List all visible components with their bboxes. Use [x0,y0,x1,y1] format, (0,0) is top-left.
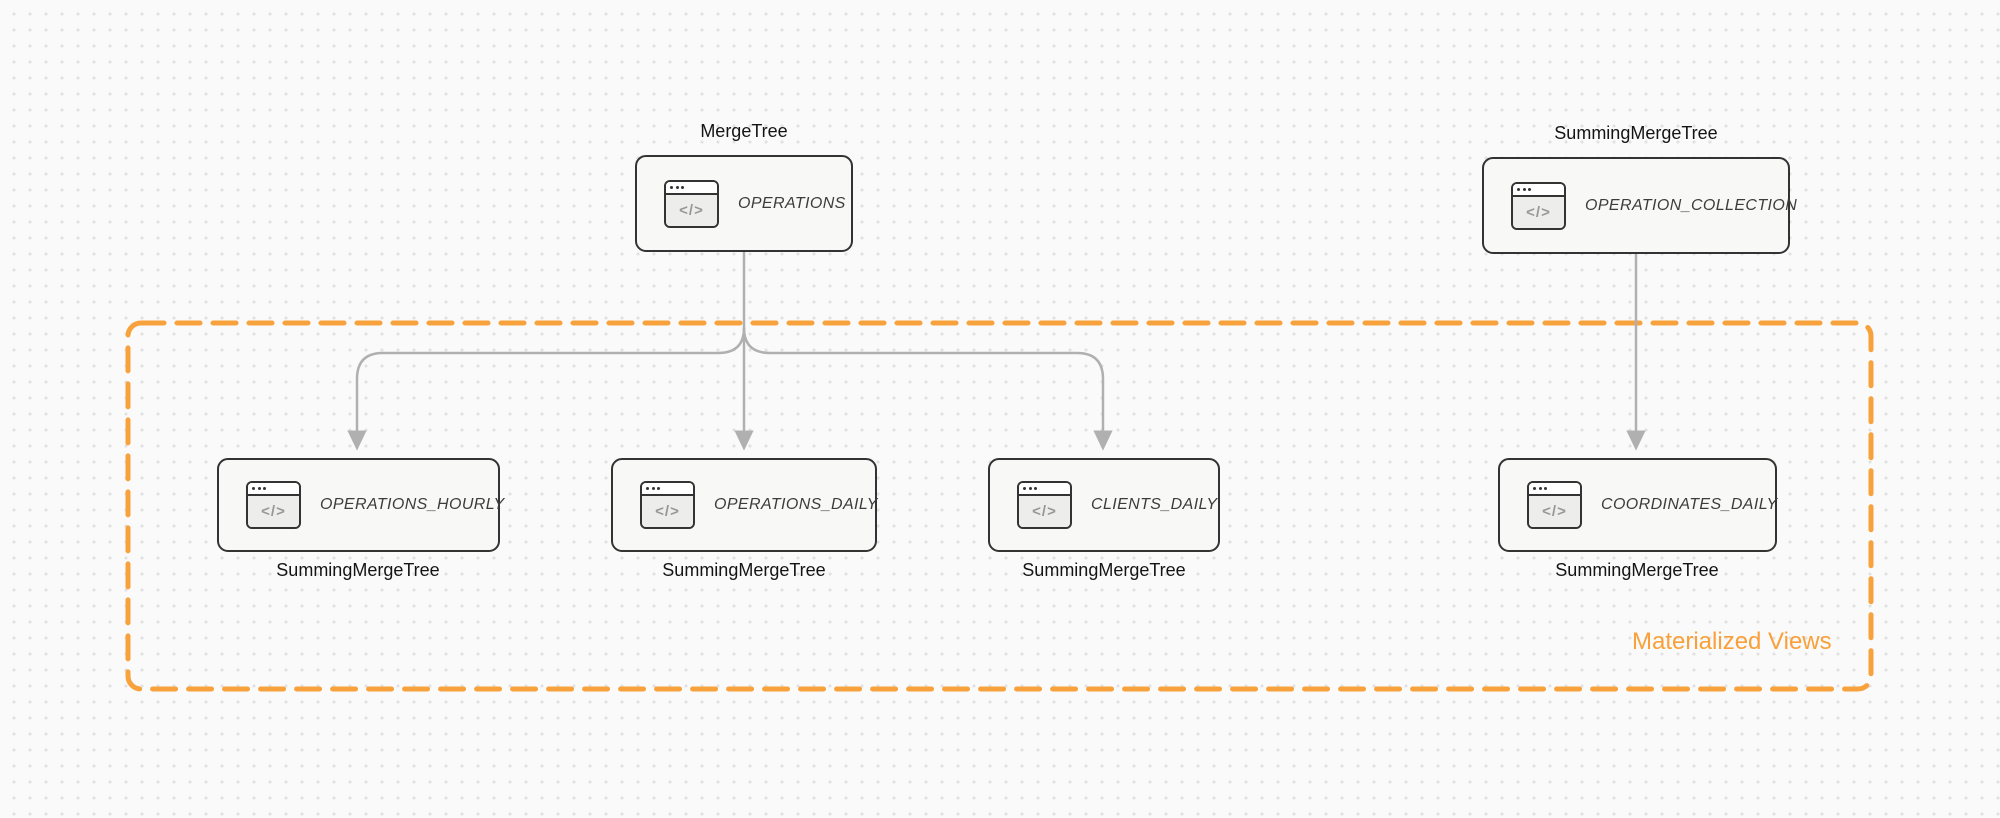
window-dots-icon [642,483,693,496]
node-operations-hourly[interactable]: </> OPERATIONS_HOURLY [217,458,504,552]
engine-caption-clients-daily: SummingMergeTree [1022,560,1186,580]
node-table-label: COORDINATES_DAILY [1601,496,1778,513]
code-glyph: </> [642,496,693,527]
window-dots-icon [248,483,299,496]
edge-operations-to-operations-hourly [347,327,746,451]
code-glyph: </> [248,496,299,527]
window-dots-icon [1019,483,1070,496]
code-window-icon: </> [1511,181,1566,230]
window-dots-icon [1513,183,1564,197]
code-glyph: </> [1529,496,1580,527]
node-table-label: OPERATION_COLLECTION [1585,196,1798,214]
code-glyph: </> [1019,496,1070,527]
code-window-icon: </> [1017,481,1072,529]
engine-caption-operation-collection: SummingMergeTree [1554,123,1718,143]
materialized-views-group-box [125,320,1874,692]
window-dots-icon [666,181,717,195]
node-table-label: OPERATIONS_DAILY [714,496,878,513]
node-operations[interactable]: </> OPERATIONS [635,155,853,252]
engine-caption-operations: MergeTree [700,121,788,141]
node-table-label: OPERATIONS_HOURLY [320,496,505,513]
node-table-label: CLIENTS_DAILY [1091,496,1218,513]
engine-caption-operations-daily: SummingMergeTree [662,560,826,580]
code-glyph: </> [1513,196,1564,228]
code-window-icon: </> [246,481,301,529]
materialized-views-group-label: Materialized Views [1632,628,1832,655]
edge-operation-collection-to-clients-daily [742,327,1113,451]
node-operations-daily[interactable]: </> OPERATIONS_DAILY [611,458,877,552]
node-coordinates-daily[interactable]: </> COORDINATES_DAILY [1498,458,1777,552]
engine-caption-coordinates-daily: SummingMergeTree [1555,560,1719,580]
window-dots-icon [1529,483,1580,496]
code-window-icon: </> [640,481,695,529]
code-window-icon: </> [664,179,719,228]
node-operation-collection[interactable]: </> OPERATION_COLLECTION [1482,157,1797,254]
engine-caption-operations-hourly: SummingMergeTree [276,560,440,580]
code-window-icon: </> [1527,481,1582,529]
node-clients-daily[interactable]: </> CLIENTS_DAILY [988,458,1220,552]
node-table-label: OPERATIONS [738,194,846,212]
code-glyph: </> [666,194,717,226]
